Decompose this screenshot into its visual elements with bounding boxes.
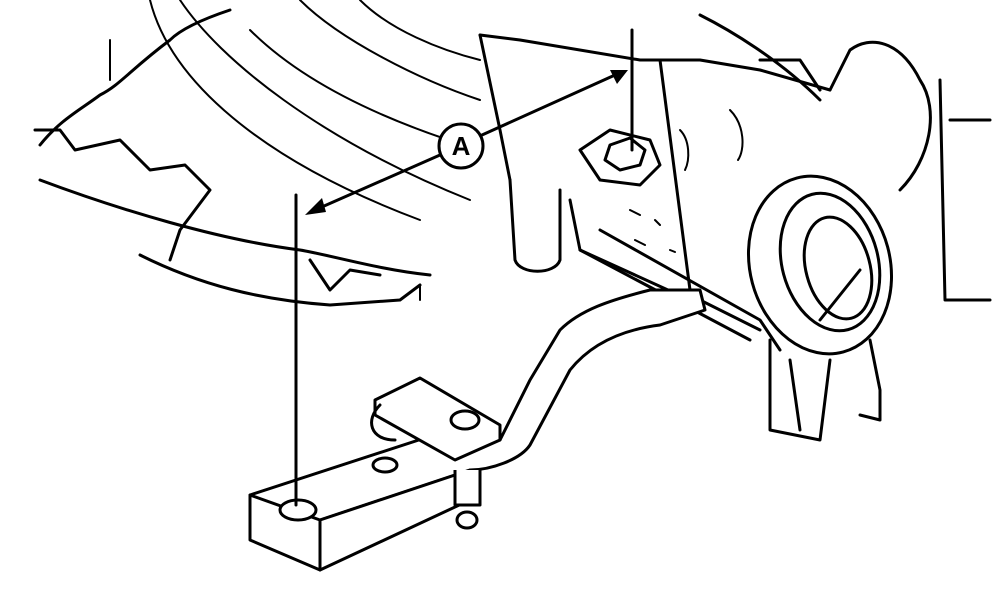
frame-bracket xyxy=(478,13,992,442)
drawbar xyxy=(248,288,707,572)
axle-hub xyxy=(746,174,894,356)
tire xyxy=(33,0,481,307)
bracket-bolt xyxy=(578,128,662,187)
callout-leaders xyxy=(294,28,634,507)
callout-label-a: A xyxy=(451,131,471,161)
